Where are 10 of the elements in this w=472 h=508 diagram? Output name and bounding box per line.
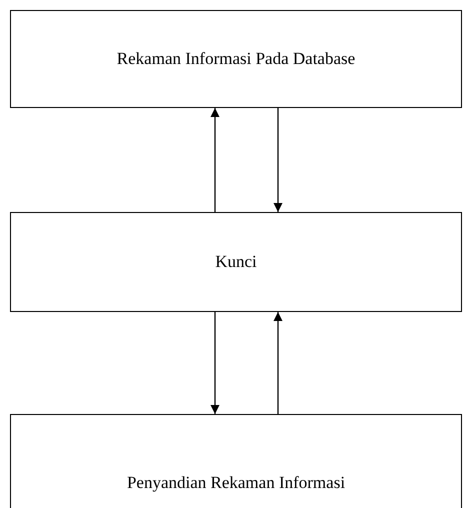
arrow bbox=[210, 108, 220, 212]
arrow bbox=[274, 312, 282, 414]
process-box bbox=[10, 414, 462, 508]
box-label: Rekaman Informasi Pada Database bbox=[116, 49, 356, 69]
process-box bbox=[10, 212, 462, 312]
arrow bbox=[210, 312, 220, 414]
box-label: Penyandian Rekaman Informasi bbox=[126, 473, 346, 493]
arrow bbox=[274, 108, 282, 212]
box-label: Kunci bbox=[215, 252, 257, 272]
process-box bbox=[10, 10, 462, 108]
